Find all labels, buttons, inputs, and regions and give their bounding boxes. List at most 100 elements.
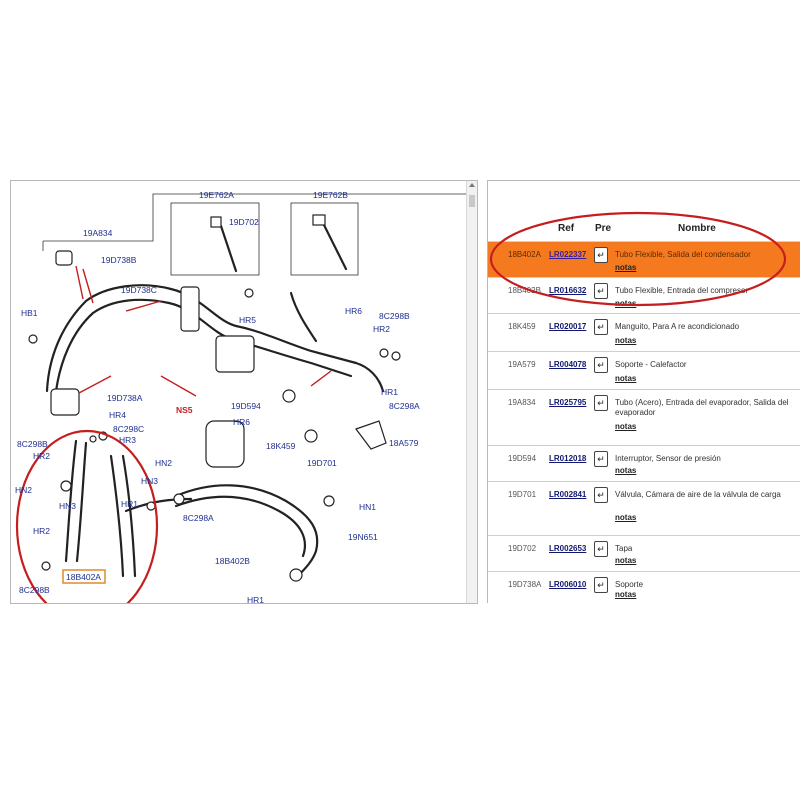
column-header-nombre: Nombre [678, 223, 716, 234]
column-header-ref: Ref [558, 223, 575, 234]
scroll-up-arrow-icon[interactable] [469, 183, 475, 187]
notes-link[interactable]: notas [615, 590, 637, 599]
pipe-19A834-lower [53, 298, 353, 401]
document-icon[interactable]: ↵ [594, 319, 608, 335]
part-name: Tubo Flexible, Entrada del compresor [615, 286, 749, 295]
label-19N651: 19N651 [348, 532, 378, 542]
pressure-switch-19D594 [282, 389, 296, 403]
part-ref-link[interactable]: LR006010 [549, 580, 587, 589]
table-row[interactable]: 18B402B LR016632 ↵ Tubo Flexible, Entrad… [488, 277, 800, 314]
table-row[interactable]: 19D738A LR006010 ↵ Soporte notas [488, 571, 800, 603]
parts-diagram: 19E762A 19E762B 19A834 19D702 19D738B 19… [15, 190, 469, 603]
table-row[interactable]: 18K459 LR020017 ↵ Manguito, Para A re ac… [488, 313, 800, 352]
notes-link[interactable]: notas [615, 556, 637, 565]
label-8C298A-low: 8C298A [183, 513, 214, 523]
arrow-19D738A [78, 375, 112, 394]
parts-list-panel: Ref Pre Nombre 18B402A LR022337 ↵ Tubo F… [487, 180, 800, 603]
part-ref-link[interactable]: LR025795 [549, 398, 587, 407]
label-HN3-low: HN3 [59, 501, 76, 511]
label-HN3-top: HN3 [141, 476, 158, 486]
clip-HN2-left [60, 480, 72, 492]
cap-19E762B [312, 214, 326, 226]
fitting-19N651 [289, 568, 303, 582]
clip-HR1 [146, 501, 156, 511]
valve-stem-19E762B [321, 221, 348, 271]
pipe-18B402B [174, 484, 319, 581]
detail-box-19E762B [290, 202, 359, 276]
hose-18B402A-b [75, 441, 88, 563]
table-row[interactable]: 18B402A LR022337 ↵ Tubo Flexible, Salida… [488, 241, 800, 278]
label-8C298B-low: 8C298B [19, 585, 50, 595]
part-name: Soporte - Calefactor [615, 360, 687, 369]
label-HN1: HN1 [359, 502, 376, 512]
cap-19D702 [210, 216, 222, 228]
part-ref-link[interactable]: LR004078 [549, 360, 587, 369]
notes-link[interactable]: notas [615, 466, 637, 475]
document-icon[interactable]: ↵ [594, 283, 608, 299]
hose-HN2 [109, 454, 125, 578]
notes-link[interactable]: notas [615, 263, 637, 272]
hose-HN2-b [121, 454, 137, 578]
label-19D738C: 19D738C [121, 285, 157, 295]
part-ref-link[interactable]: LR012018 [549, 454, 587, 463]
clip-HN3 [41, 561, 51, 571]
hose-18B402A [64, 439, 78, 563]
part-code: 18K459 [508, 322, 536, 331]
pipe-18B402B-b [174, 495, 306, 558]
label-19D738A: 19D738A [107, 393, 143, 403]
part-ref-link[interactable]: LR020017 [549, 322, 587, 331]
highlight-circle [15, 429, 159, 603]
table-row[interactable]: 19D702 LR002653 ↵ Tapa notas [488, 535, 800, 572]
clip-HR2 [379, 348, 389, 358]
notes-link[interactable]: notas [615, 299, 637, 308]
bracket-18A579 [355, 420, 387, 450]
bracket-19D738C [180, 286, 200, 332]
notes-link[interactable]: notas [615, 422, 637, 431]
table-row[interactable]: 19A579 LR004078 ↵ Soporte - Calefactor n… [488, 351, 800, 390]
part-name: Válvula, Cámara de aire de la válvula de… [615, 490, 781, 499]
label-HR1-bottom: HR1 [247, 595, 264, 603]
table-row[interactable]: 19D594 LR012018 ↵ Interruptor, Sensor de… [488, 445, 800, 482]
label-HR4: HR4 [109, 410, 126, 420]
label-18B402B: 18B402B [215, 556, 250, 566]
document-icon[interactable]: ↵ [594, 395, 608, 411]
notes-link[interactable]: notas [615, 374, 637, 383]
part-code: 19D594 [508, 454, 537, 463]
label-HN2-left: HN2 [15, 485, 32, 495]
fitting-HB1 [28, 334, 38, 344]
document-icon[interactable]: ↵ [594, 577, 608, 593]
document-icon[interactable]: ↵ [594, 487, 608, 503]
label-18A579: 18A579 [389, 438, 419, 448]
table-row[interactable]: 19D701 LR002841 ↵ Válvula, Cámara de air… [488, 481, 800, 536]
diagram-scrollbar[interactable] [466, 181, 477, 603]
label-19E762A: 19E762A [199, 190, 234, 200]
scroll-thumb[interactable] [469, 195, 475, 207]
heater-block-NS5 [215, 335, 255, 373]
label-HB1: HB1 [21, 308, 38, 318]
document-icon[interactable]: ↵ [594, 541, 608, 557]
part-ref-link[interactable]: LR016632 [549, 286, 587, 295]
label-18K459: 18K459 [266, 441, 296, 451]
arrow-19D738C [125, 300, 162, 312]
pipe-19A834-upper [45, 284, 358, 393]
document-icon[interactable]: ↵ [594, 451, 608, 467]
part-code: 18B402B [508, 286, 541, 295]
clip-8C298A [173, 493, 185, 505]
arrow-19A834 [75, 265, 84, 300]
part-ref-link[interactable]: LR002653 [549, 544, 587, 553]
label-HR2-mid: HR2 [33, 451, 50, 461]
notes-link[interactable]: notas [615, 336, 637, 345]
part-code: 19D738A [508, 580, 542, 589]
clip-8C298B [391, 351, 401, 361]
arrow-NS5 [160, 375, 197, 397]
label-HR3: HR3 [119, 435, 136, 445]
table-row[interactable]: 19A834 LR025795 ↵ Tubo (Acero), Entrada … [488, 389, 800, 446]
notes-link[interactable]: notas [615, 513, 637, 522]
document-icon[interactable]: ↵ [594, 357, 608, 373]
label-HR6-top: HR6 [345, 306, 362, 316]
part-ref-link[interactable]: LR002841 [549, 490, 587, 499]
highlight-box-18B402A [62, 569, 106, 584]
part-code: 19D702 [508, 544, 537, 553]
part-ref-link[interactable]: LR022337 [549, 250, 587, 259]
document-icon[interactable]: ↵ [594, 247, 608, 263]
